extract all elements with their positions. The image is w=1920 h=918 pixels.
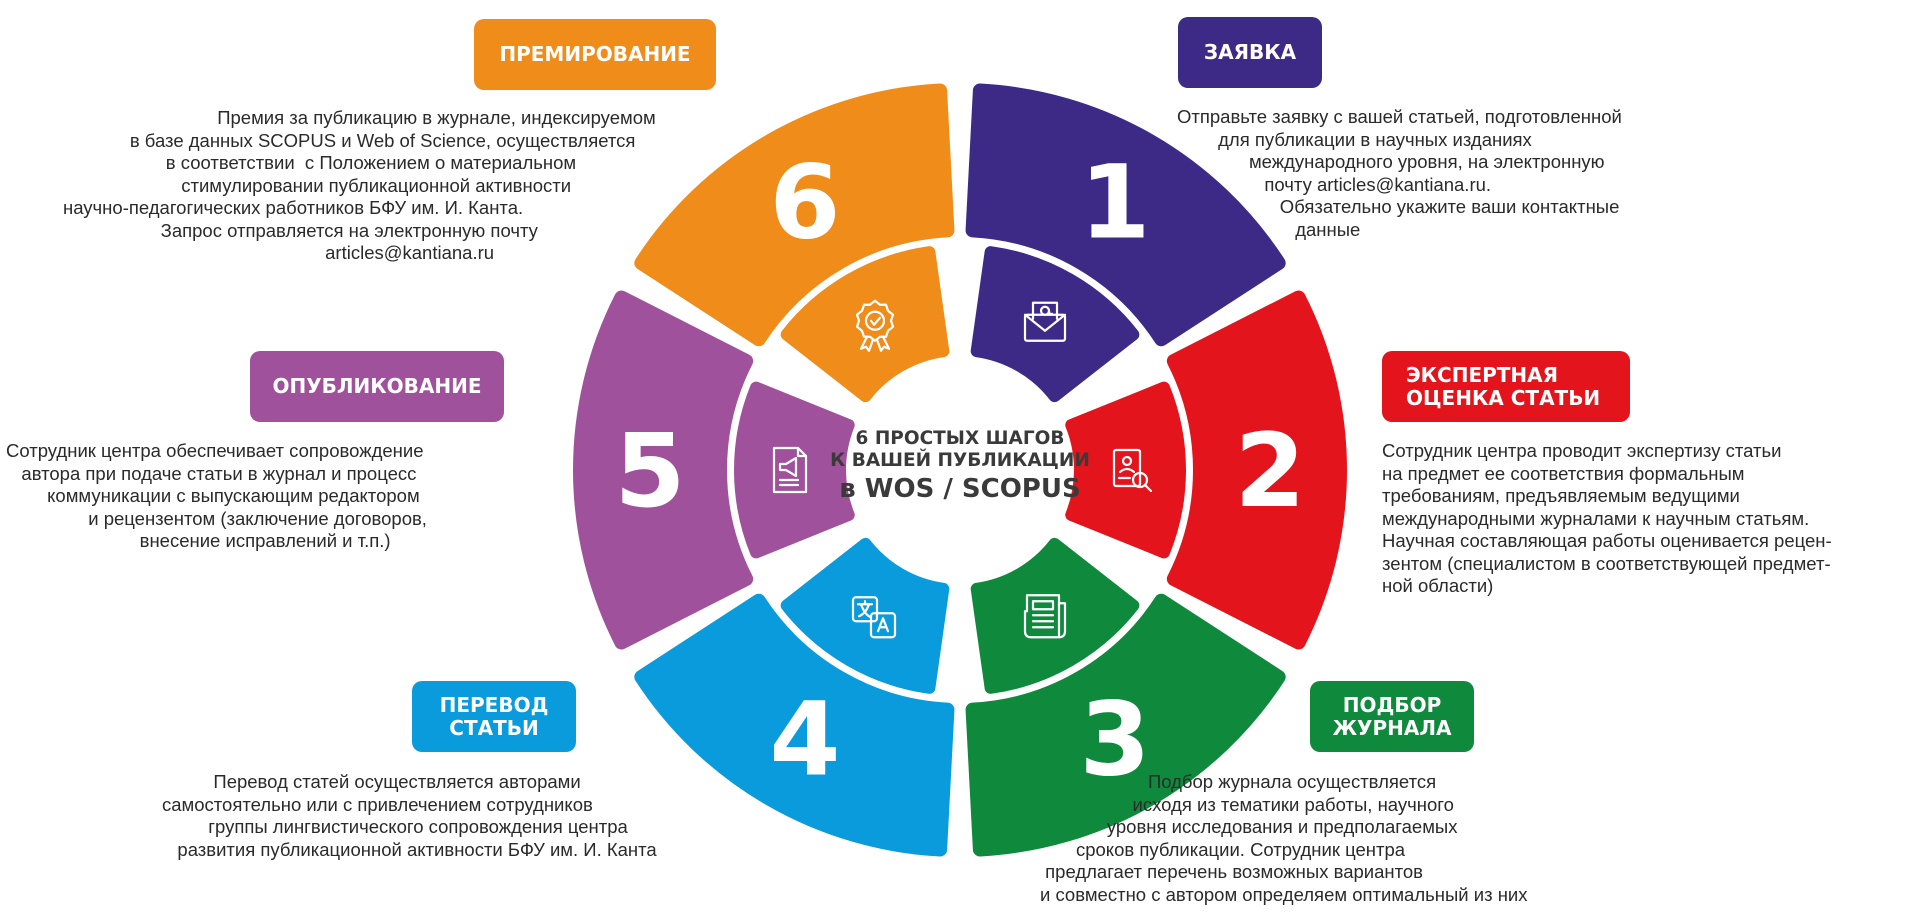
step-3-number: 3 [1080, 680, 1151, 799]
step-6-title-badge: ПРЕМИРОВАНИЕ [474, 19, 716, 90]
center-title-line3: в WOS / SCOPUS [839, 474, 1081, 504]
step-4-number: 4 [770, 680, 841, 799]
step-6-outer-segment [634, 83, 955, 347]
step-1-outer-segment [965, 83, 1286, 347]
step-4-outer-segment [634, 593, 955, 857]
step-4-inner-segment [780, 537, 950, 694]
center-title-line2: К ВАШЕЙ ПУБЛИКАЦИИ [830, 450, 1090, 471]
step-6-number: 6 [770, 144, 841, 263]
step-2-outer-segment [1166, 290, 1347, 650]
step-2-title-badge: ЭКСПЕРТНАЯ ОЦЕНКА СТАТЬИ [1382, 351, 1630, 422]
email-icon [1023, 301, 1067, 342]
step-3-title-badge: ПОДБОР ЖУРНАЛА [1310, 681, 1474, 752]
step-6-description: Премия за публикацию в журнале, индексир… [63, 107, 656, 263]
step-5-outer-segment [573, 290, 754, 650]
award-badge-icon [855, 299, 895, 352]
step-4-title-badge: ПЕРЕВОД СТАТЬИ [412, 681, 576, 752]
megaphone-document-icon [772, 446, 808, 494]
step-6-inner-segment [780, 246, 950, 403]
step-5-number: 5 [615, 412, 686, 531]
center-title: 6 ПРОСТЫХ ШАГОВ К ВАШЕЙ ПУБЛИКАЦИИ в WOS… [780, 428, 1140, 506]
step-3-description: Подбор журнала осуществляется исходя из … [1040, 771, 1528, 905]
document-search-icon [1112, 448, 1153, 493]
step-5-inner-segment [734, 381, 855, 559]
step-2-number: 2 [1235, 412, 1306, 531]
translate-icon [851, 596, 897, 639]
step-2-description: Сотрудник центра проводит экспертизу ста… [1382, 440, 1832, 596]
step-3-outer-segment [965, 593, 1286, 857]
step-3-inner-segment [970, 537, 1140, 694]
step-4-description: Перевод статей осуществляется авторами с… [162, 771, 657, 860]
step-5-description: Сотрудник центра обеспечивает сопровожде… [6, 440, 427, 551]
step-1-description: Отправьте заявку с вашей статьей, подгот… [1177, 106, 1622, 240]
step-1-number: 1 [1080, 144, 1151, 263]
step-5-title-badge: ОПУБЛИКОВАНИЕ [250, 351, 504, 422]
step-1-title-badge: ЗАЯВКА [1178, 17, 1322, 88]
newspaper-icon [1023, 594, 1067, 639]
center-title-line1: 6 ПРОСТЫХ ШАГОВ [855, 428, 1065, 449]
